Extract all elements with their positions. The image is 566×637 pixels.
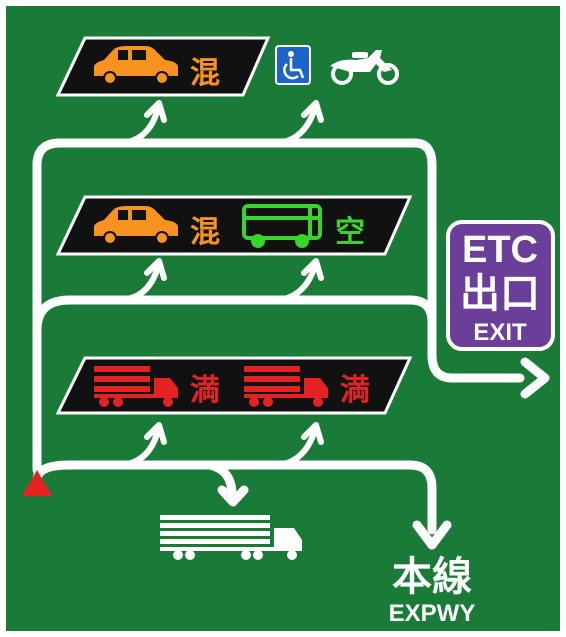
wheelchair-icon [275, 45, 311, 85]
truck-icon [244, 366, 328, 407]
route-lines [32, 138, 525, 535]
lane-panel-top: 混 [55, 36, 271, 97]
mainline-arrowhead [412, 520, 452, 550]
etc-exit-kanji: 出口 [460, 271, 540, 317]
lane-arrows [119, 100, 324, 468]
lane-panel-middle: 混 空 [55, 195, 413, 256]
status-top-1: 混 [190, 56, 220, 91]
status-bottom-2: 満 [340, 373, 370, 408]
etc-label: ETC [462, 229, 538, 271]
trailer-arrowhead [217, 485, 249, 507]
bus-icon [242, 204, 322, 248]
truck-icon [94, 366, 178, 407]
mainline-kanji: 本線 [392, 554, 472, 600]
status-middle-1: 混 [190, 215, 220, 250]
status-bottom-1: 満 [190, 373, 220, 408]
etc-exit-english: EXIT [473, 319, 527, 346]
trailer-truck-icon [160, 515, 302, 560]
status-middle-2: 空 [335, 215, 365, 250]
mainline-english: EXPWY [389, 600, 476, 627]
car-icon [94, 46, 178, 85]
motorcycle-icon [330, 50, 399, 85]
car-icon [94, 206, 178, 245]
exit-arrowhead [520, 357, 550, 399]
lane-panel-bottom: 満 満 [55, 356, 413, 415]
etc-exit-panel: ETC 出口 EXIT [446, 220, 555, 351]
red-triangle-icon [22, 470, 52, 496]
